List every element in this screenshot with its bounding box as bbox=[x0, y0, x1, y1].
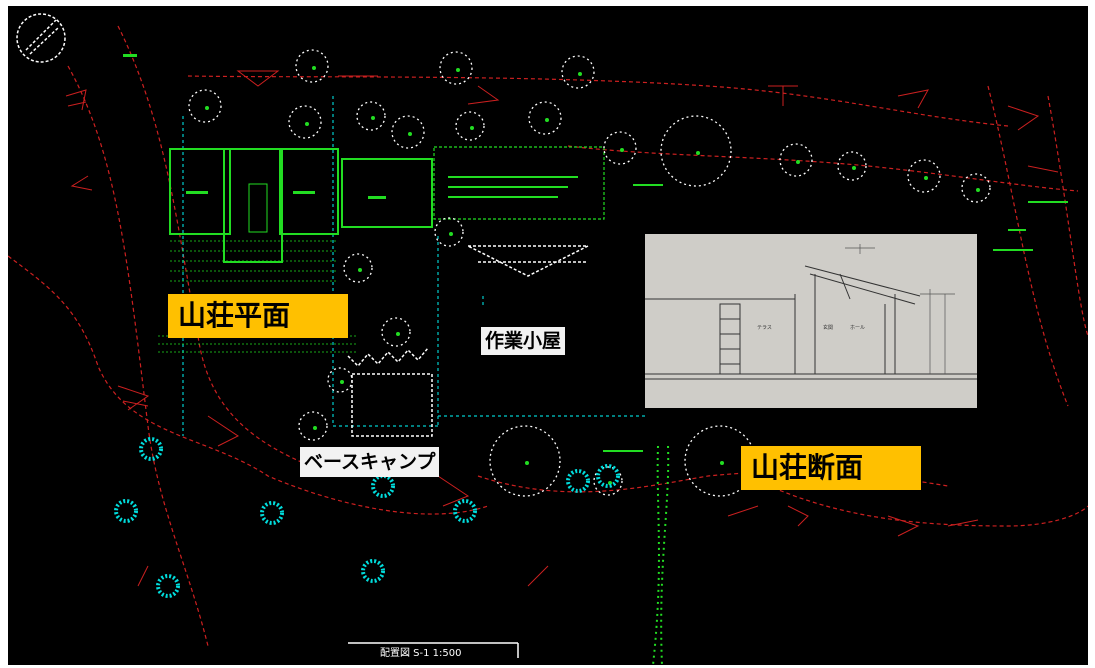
tree-symbol bbox=[489, 425, 561, 497]
tree-center bbox=[470, 126, 474, 130]
tree-symbol bbox=[381, 317, 411, 347]
site-boundary bbox=[182, 96, 648, 436]
tree-symbol bbox=[961, 173, 991, 203]
tree-center bbox=[456, 68, 460, 72]
tree-symbol bbox=[356, 101, 386, 131]
section-room2-note: 玄関 bbox=[823, 324, 833, 331]
tree-symbol bbox=[528, 101, 562, 135]
basecamp-label: ベースキャンプ bbox=[300, 447, 440, 477]
tree-symbol bbox=[391, 115, 425, 149]
tree-center bbox=[620, 148, 624, 152]
tree-center bbox=[340, 380, 344, 384]
tree-center bbox=[545, 118, 549, 122]
tree-symbol bbox=[660, 115, 732, 187]
tree-symbol-cyan bbox=[566, 469, 590, 493]
deck-platform bbox=[347, 245, 589, 437]
tree-center bbox=[852, 166, 856, 170]
tree-symbol bbox=[603, 131, 637, 165]
tree-center bbox=[525, 461, 529, 465]
tree-symbol bbox=[298, 411, 328, 441]
section-label: 山荘断面 bbox=[741, 446, 921, 490]
scale-bar: 配置図 S-1 1:500 bbox=[348, 642, 519, 659]
tree-symbol bbox=[288, 105, 322, 139]
tree-symbol bbox=[455, 111, 485, 141]
tree-symbol bbox=[837, 151, 867, 181]
tree-center bbox=[396, 332, 400, 336]
tree-center bbox=[578, 72, 582, 76]
tree-symbol bbox=[907, 159, 941, 193]
workshop-plan bbox=[433, 146, 605, 220]
tree-symbol-cyan bbox=[114, 499, 138, 523]
tree-symbol bbox=[188, 89, 222, 123]
tree-symbol bbox=[439, 51, 473, 85]
tree-center bbox=[408, 132, 412, 136]
tree-center bbox=[312, 66, 316, 70]
tree-center bbox=[696, 151, 700, 155]
tree-symbol bbox=[327, 367, 353, 393]
section-room3-note: ホール bbox=[850, 325, 865, 331]
tree-symbol bbox=[295, 49, 329, 83]
tree-center bbox=[924, 176, 928, 180]
tree-center bbox=[796, 160, 800, 164]
tree-symbol bbox=[593, 466, 623, 496]
tree-symbol bbox=[434, 217, 464, 247]
path-line bbox=[652, 445, 670, 665]
tree-symbol-cyan bbox=[596, 464, 620, 488]
plan-label: 山荘平面 bbox=[168, 294, 348, 338]
trees-cyan bbox=[114, 437, 620, 598]
tree-symbol-cyan bbox=[453, 499, 477, 523]
cottage-plan bbox=[169, 148, 433, 263]
tree-symbol-cyan bbox=[139, 437, 163, 461]
section-room1-note: テラス bbox=[757, 325, 772, 331]
tree-center bbox=[720, 461, 724, 465]
cad-annotations bbox=[123, 54, 1068, 452]
workshop-label: 作業小屋 bbox=[481, 327, 566, 355]
tree-center bbox=[205, 106, 209, 110]
tree-symbol bbox=[561, 55, 595, 89]
slope-hatches bbox=[65, 70, 1059, 587]
tree-symbol-cyan bbox=[361, 559, 385, 583]
tree-symbol-cyan bbox=[260, 501, 284, 525]
tree-center bbox=[976, 188, 980, 192]
tree-symbol-cyan bbox=[371, 474, 395, 498]
north-arrow-icon bbox=[16, 13, 66, 63]
tree-center bbox=[358, 268, 362, 272]
scale-bar-text: 配置図 S-1 1:500 bbox=[380, 647, 462, 659]
tree-symbol bbox=[779, 143, 813, 177]
tree-center bbox=[449, 232, 453, 236]
tree-center bbox=[305, 122, 309, 126]
tree-center bbox=[313, 426, 317, 430]
tree-symbol bbox=[343, 253, 373, 283]
tree-center bbox=[371, 116, 375, 120]
tree-symbol-cyan bbox=[156, 574, 180, 598]
section-sketch-photo: テラス 玄関 ホール bbox=[645, 234, 977, 408]
contour-lines bbox=[8, 25, 1088, 647]
